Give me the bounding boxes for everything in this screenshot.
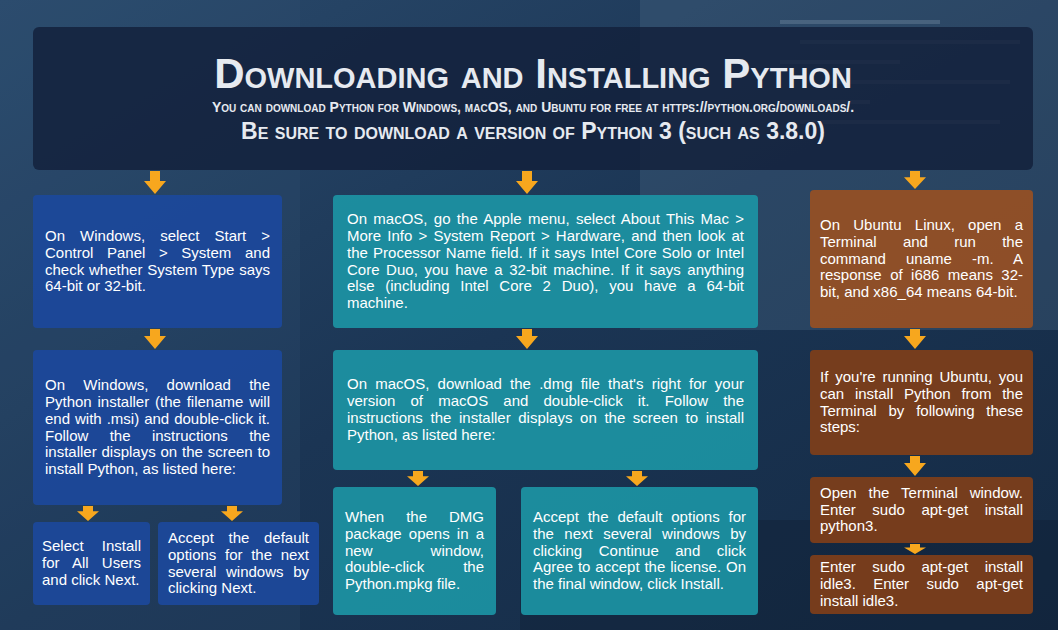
flow-arrow: [77, 506, 99, 521]
step-box: On Windows, download the Python installe…: [33, 350, 282, 505]
step-box: On macOS, download the .dmg file that's …: [333, 350, 758, 470]
step-box: On Windows, select Start > Control Panel…: [33, 195, 282, 328]
step-box: Accept the default options for the next …: [158, 522, 319, 605]
step-text: On Ubuntu Linux, open a Terminal and run…: [820, 217, 1023, 302]
step-box: If you're running Ubuntu, you can instal…: [810, 350, 1033, 455]
flow-arrow: [516, 171, 538, 194]
flow-arrow: [904, 171, 926, 189]
step-box: On Ubuntu Linux, open a Terminal and run…: [810, 190, 1033, 328]
flow-arrow: [144, 171, 166, 194]
step-text: On Windows, download the Python installe…: [45, 377, 270, 479]
subtitle-text: You can download Python for Windows, mac…: [53, 98, 1013, 117]
step-text: When the DMG package opens in a new wind…: [345, 509, 484, 594]
step-box: On macOS, go the Apple menu, select Abou…: [333, 195, 758, 328]
flow-arrow: [904, 456, 926, 476]
header-panel: Downloading and Installing PythonYou can…: [33, 27, 1033, 170]
flow-arrow: [221, 506, 243, 521]
step-text: Open the Terminal window. Enter sudo apt…: [820, 485, 1023, 536]
title-text: Downloading and Installing Python: [53, 50, 1013, 98]
step-box: Open the Terminal window. Enter sudo apt…: [810, 477, 1033, 543]
step-text: If you're running Ubuntu, you can instal…: [820, 369, 1023, 437]
flow-arrow: [144, 329, 166, 349]
step-text: On macOS, download the .dmg file that's …: [347, 376, 744, 444]
flow-arrow: [516, 329, 538, 349]
step-text: Accept the default options for the next …: [168, 530, 309, 598]
step-text: On Windows, select Start > Control Panel…: [45, 228, 270, 296]
step-box: Select Install for All Users and click N…: [33, 522, 150, 605]
step-text: Select Install for All Users and click N…: [42, 538, 141, 589]
flow-arrow: [407, 471, 429, 486]
subtitle-text: Be sure to download a version of Python …: [53, 117, 1013, 147]
step-box: Enter sudo apt-get install idle3. Enter …: [810, 555, 1033, 614]
step-text: On macOS, go the Apple menu, select Abou…: [347, 211, 744, 313]
flow-arrow: [904, 329, 926, 349]
step-text: Accept the default options for the next …: [533, 509, 746, 594]
step-text: Enter sudo apt-get install idle3. Enter …: [820, 559, 1023, 610]
flow-arrow: [904, 544, 926, 554]
flow-arrow: [626, 471, 648, 486]
step-box: Accept the default options for the next …: [521, 487, 758, 615]
step-box: When the DMG package opens in a new wind…: [333, 487, 496, 615]
